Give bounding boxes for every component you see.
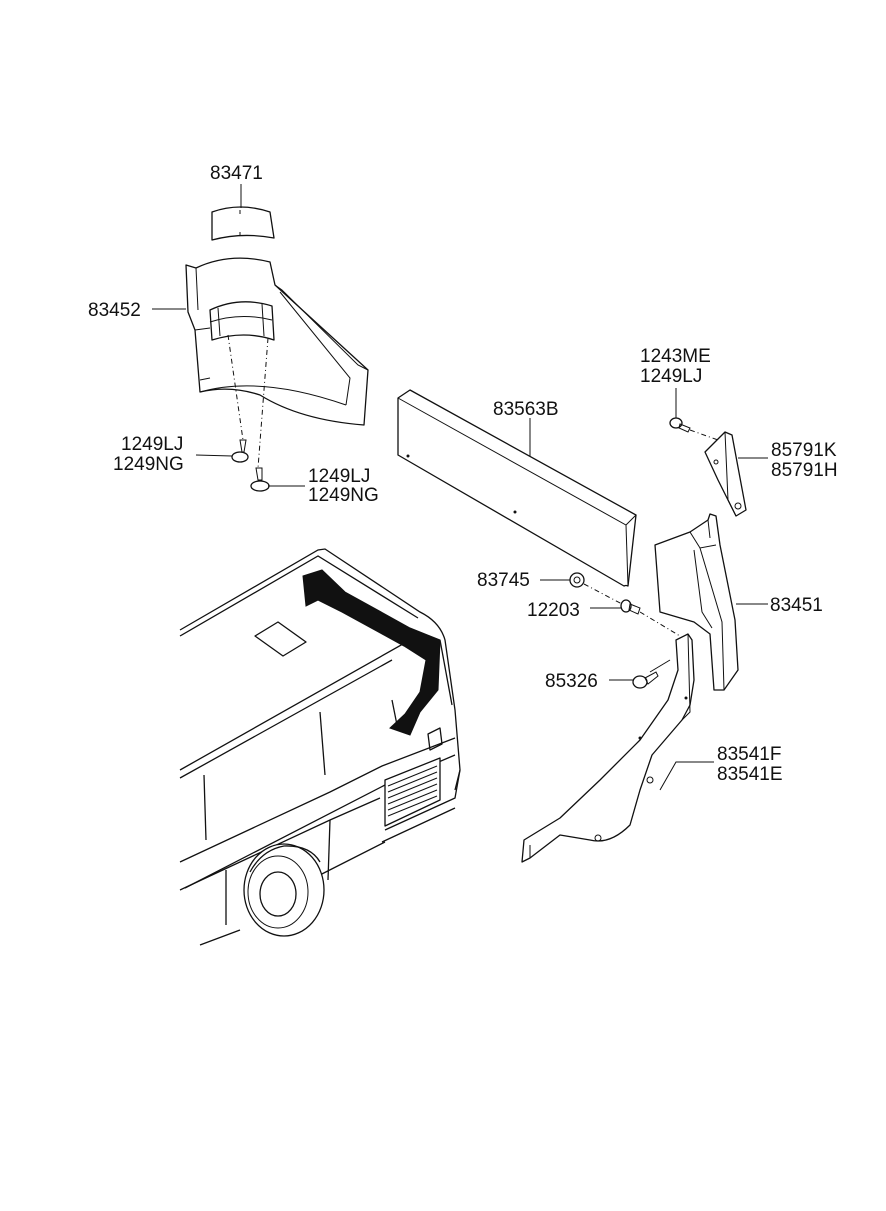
part-83471-pad [211, 206, 275, 241]
clip-85326 [632, 659, 671, 689]
screw-1249lj-a [227, 334, 249, 463]
van-body-illustration [179, 548, 461, 946]
label-83451: 83451 [770, 595, 823, 616]
part-labels: 83471 83452 1249LJ 1249NG 1249LJ 1249NG … [88, 163, 838, 785]
label-1243me: 1243ME [640, 346, 711, 367]
label-83452: 83452 [88, 300, 141, 321]
label-1249ng-a: 1249NG [113, 454, 184, 475]
label-12203: 12203 [527, 600, 580, 621]
label-83541e: 83541E [717, 764, 783, 785]
part-83563b-panel [397, 389, 637, 587]
screw-1243me [669, 417, 719, 441]
part-85791k-bracket [704, 431, 747, 517]
label-1249lj-a: 1249LJ [121, 434, 183, 455]
label-83541f: 83541F [717, 744, 781, 765]
label-83563b: 83563B [493, 399, 559, 420]
label-83471: 83471 [210, 163, 263, 184]
label-1249ng-b: 1249NG [308, 485, 379, 506]
label-1249lj-c: 1249LJ [640, 366, 702, 387]
label-1249lj-b: 1249LJ [308, 466, 370, 487]
label-83745: 83745 [477, 570, 530, 591]
label-85791k: 85791K [771, 440, 837, 461]
screw-12203 [620, 599, 681, 637]
label-85791h: 85791H [771, 460, 838, 481]
part-83451-trim [654, 513, 739, 691]
grommet-83745 [569, 572, 623, 605]
label-85326: 85326 [545, 671, 598, 692]
part-83541f-trim [521, 633, 695, 863]
part-83452-panel [185, 257, 369, 426]
leader-lines [152, 184, 768, 791]
